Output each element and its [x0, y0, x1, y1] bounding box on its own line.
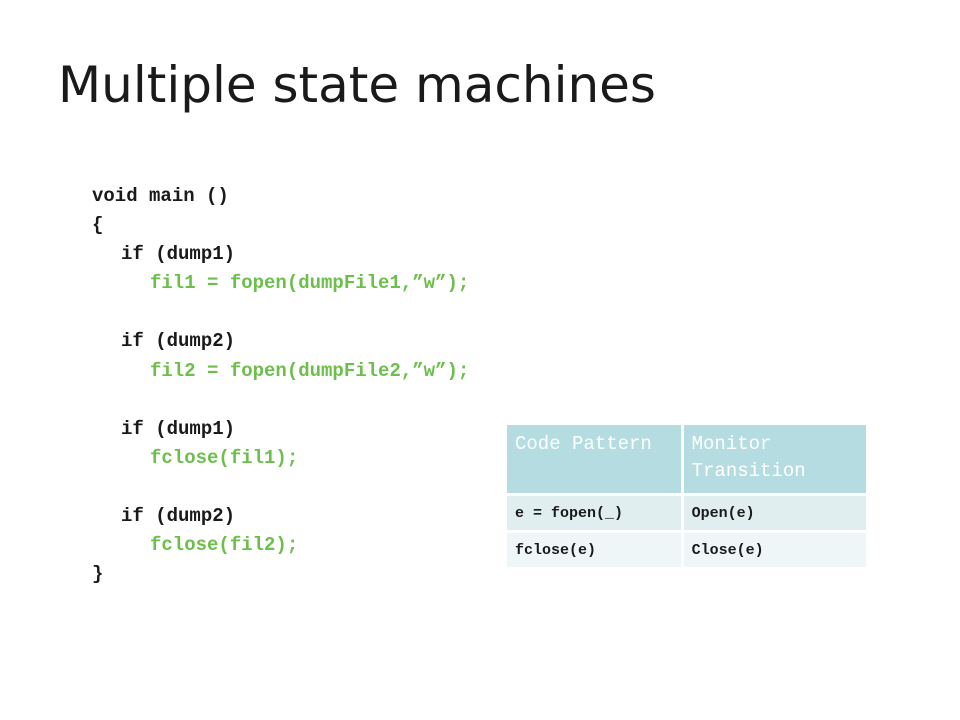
code-line: if (dump1)	[121, 417, 236, 440]
code-line: fclose(fil1);	[150, 446, 299, 469]
code-line: if (dump2)	[121, 505, 236, 528]
code-line: fil1 = fopen(dumpFile1,”w”);	[150, 272, 470, 295]
code-line: void main ()	[92, 185, 229, 207]
code-line: {	[92, 214, 104, 237]
header-code-pattern: Code Pattern	[507, 425, 684, 496]
code-block: void main () { if (dump1) fil1 = fopen(d…	[92, 182, 469, 589]
code-line: fclose(fil2);	[150, 534, 299, 557]
slide-title: Multiple state machines	[58, 56, 656, 114]
cell-monitor-transition: Close(e)	[682, 531, 870, 570]
table-row: fclose(e) Close(e)	[507, 531, 870, 570]
code-line-blank	[92, 298, 469, 327]
code-line-blank	[92, 386, 469, 415]
cell-monitor-transition: Open(e)	[682, 494, 870, 533]
code-line: if (dump2)	[121, 330, 236, 353]
cell-code-pattern: e = fopen(_)	[507, 494, 684, 533]
table-row: e = fopen(_) Open(e)	[507, 494, 870, 533]
code-line: fil2 = fopen(dumpFile2,”w”);	[150, 359, 470, 382]
code-line: if (dump1)	[121, 243, 236, 266]
header-monitor-transition: Monitor Transition	[682, 425, 870, 496]
cell-code-pattern: fclose(e)	[507, 531, 684, 570]
code-line: }	[92, 563, 104, 586]
table-header-row: Code Pattern Monitor Transition	[507, 425, 870, 496]
code-line-blank	[92, 473, 469, 502]
pattern-transition-table: Code Pattern Monitor Transition e = fope…	[507, 425, 870, 570]
